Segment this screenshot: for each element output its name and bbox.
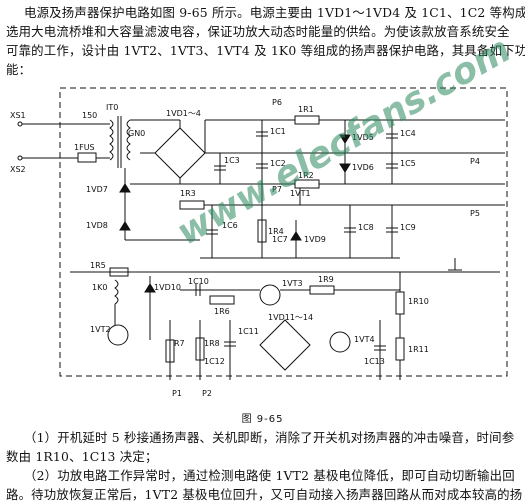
label-it0: IT0 bbox=[106, 103, 118, 112]
label-r7: R7 bbox=[174, 339, 185, 348]
label-p7: P7 bbox=[272, 185, 282, 194]
transistor-vt2 bbox=[107, 324, 129, 346]
label-p6: P6 bbox=[272, 98, 282, 107]
transistor-vt3 bbox=[259, 284, 281, 306]
label-1r4: 1R4 bbox=[268, 227, 284, 236]
transformer-primary bbox=[109, 119, 114, 161]
label-1c11: 1C11 bbox=[238, 327, 259, 336]
circuit-diagram: XS1 XS2 150 1FUS IT0 GN0 1VD1～4 1C3 P6 1… bbox=[10, 87, 508, 398]
label-1vd10: 1VD10 bbox=[154, 283, 181, 292]
label-1c9: 1C9 bbox=[400, 223, 416, 232]
component-labels: XS1 XS2 150 1FUS IT0 GN0 1VD1～4 1C3 P6 1… bbox=[10, 98, 480, 398]
label-1c12: 1C12 bbox=[204, 357, 225, 366]
label-150: 150 bbox=[82, 111, 97, 120]
intro-line-3: 可靠的工作，设计由 1VT2、1VT3、1VT4 及 1K0 等组成的扬声器保护… bbox=[6, 43, 525, 58]
label-1vd8: 1VD8 bbox=[86, 221, 108, 230]
label-1vd1-4: 1VD1～4 bbox=[166, 109, 201, 118]
label-1c2: 1C2 bbox=[270, 159, 286, 168]
label-1r3: 1R3 bbox=[180, 189, 196, 198]
label-p4: P4 bbox=[470, 157, 480, 166]
label-p5: P5 bbox=[470, 209, 480, 218]
note-1-line-1: （1）开机延时 5 秒接通扬声器、关机即断，消除了开关机对扬声器的冲击噪音，时间… bbox=[24, 430, 515, 445]
intro-line-1: 电源及扬声器保护电路如图 9-65 所示。电源主要由 1VD1～1VD4 及 1… bbox=[24, 5, 525, 20]
label-1vd5: 1VD5 bbox=[352, 133, 374, 142]
label-1c8: 1C8 bbox=[358, 223, 374, 232]
label-1vt2: 1VT2 bbox=[90, 325, 111, 334]
bridge-rectifier-1 bbox=[154, 127, 206, 179]
note-1: （1）开机延时 5 秒接通扬声器、关机即断，消除了开关机对扬声器的冲击噪音，时间… bbox=[6, 428, 519, 466]
label-1r5: 1R5 bbox=[90, 261, 106, 270]
label-1r1: 1R1 bbox=[298, 105, 314, 114]
note-2: （2）功放电路工作异常时，通过检测电路使 1VT2 基极电位降低，即可自动切断输… bbox=[6, 466, 523, 504]
label-1c13: 1C13 bbox=[364, 357, 385, 366]
label-1r11: 1R11 bbox=[408, 345, 429, 354]
label-1vd6: 1VD6 bbox=[352, 163, 374, 172]
label-1r10: 1R10 bbox=[408, 297, 429, 306]
label-1vt4: 1VT4 bbox=[354, 335, 375, 344]
label-1c5: 1C5 bbox=[400, 159, 416, 168]
label-1c7: 1C7 bbox=[272, 235, 288, 244]
label-xs2: XS2 bbox=[10, 165, 26, 174]
label-1r2: 1R2 bbox=[298, 171, 314, 180]
label-1vt1: 1VT1 bbox=[290, 189, 311, 198]
transformer-secondary bbox=[126, 119, 131, 161]
figure-caption: 图 9-65 bbox=[241, 414, 284, 425]
label-1r9: 1R9 bbox=[318, 275, 334, 284]
note-1-line-2: 数由 1R10、1C13 决定； bbox=[6, 449, 158, 464]
label-1c6: 1C6 bbox=[222, 221, 238, 230]
label-p1: P1 bbox=[172, 389, 182, 398]
label-1c4: 1C4 bbox=[400, 129, 416, 138]
label-p2: P2 bbox=[202, 389, 212, 398]
label-1r6: 1R6 bbox=[214, 307, 230, 316]
label-1vd9: 1VD9 bbox=[304, 235, 326, 244]
label-1vt3: 1VT3 bbox=[282, 279, 303, 288]
intro-paragraph: 电源及扬声器保护电路如图 9-65 所示。电源主要由 1VD1～1VD4 及 1… bbox=[6, 3, 525, 79]
label-1vd7: 1VD7 bbox=[86, 185, 108, 194]
label-fuse: 1FUS bbox=[74, 143, 95, 152]
dashed-enclosure bbox=[59, 87, 508, 377]
bridge-rectifier-2 bbox=[259, 319, 311, 371]
intro-line-2: 选用大电流桥堆和大容量滤波电容，保证功放大动态时能量的供给。为使该款放音系统安全 bbox=[6, 24, 510, 39]
label-xs1: XS1 bbox=[10, 111, 26, 120]
label-1c10: 1C10 bbox=[188, 277, 209, 286]
fuse bbox=[77, 152, 97, 163]
label-1r8: 1R8 bbox=[204, 339, 220, 348]
note-2-line-2: 路。待功放恢复正常后，1VT2 基极电位回升，又可自动接入扬声器回路从而对成本较… bbox=[6, 487, 523, 502]
transistor-vt4 bbox=[329, 331, 351, 353]
label-1k0: 1K0 bbox=[92, 283, 107, 292]
label-1c1: 1C1 bbox=[270, 127, 286, 136]
relay-coil bbox=[114, 279, 119, 305]
intro-line-4: 能： bbox=[6, 62, 32, 77]
label-1vd11-14: 1VD11～14 bbox=[268, 313, 313, 322]
label-gn0: GN0 bbox=[128, 129, 145, 138]
label-1c3: 1C3 bbox=[224, 156, 240, 165]
note-2-line-1: （2）功放电路工作异常时，通过检测电路使 1VT2 基极电位降低，即可自动切断输… bbox=[24, 468, 515, 483]
